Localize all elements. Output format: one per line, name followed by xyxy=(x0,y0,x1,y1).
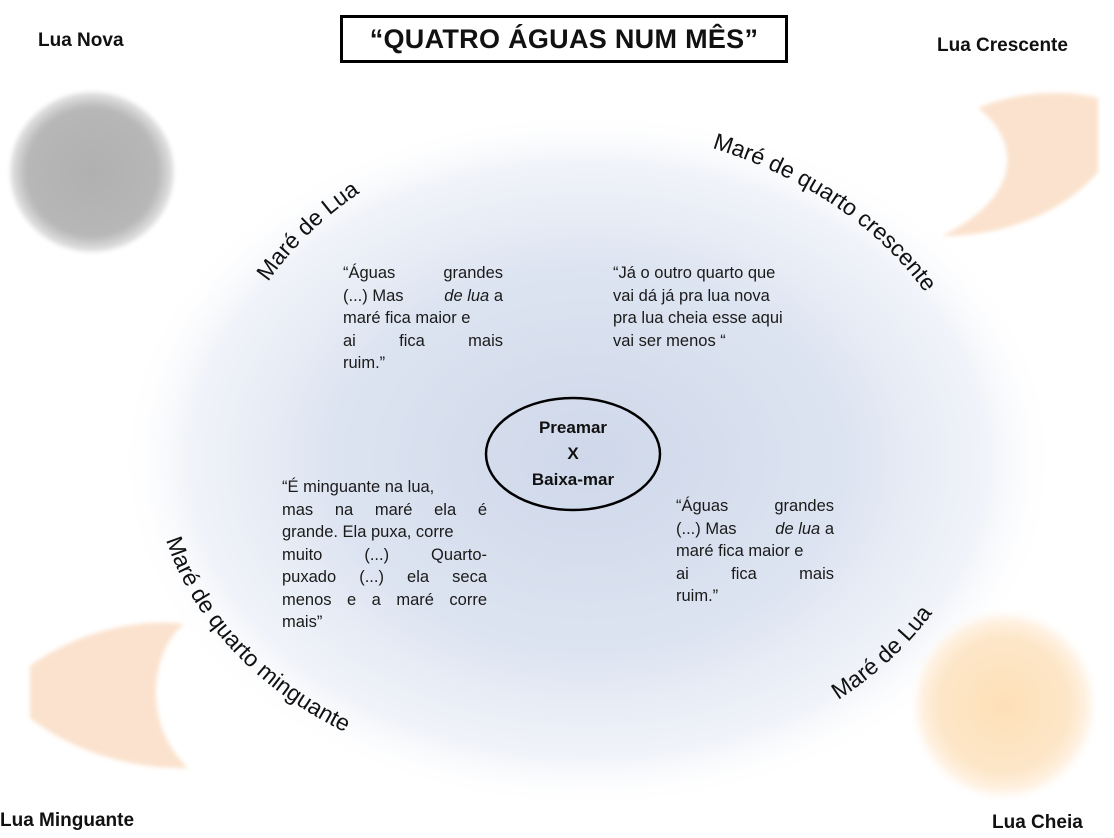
quote-line: “Águas grandes xyxy=(343,264,503,282)
quote-fragment: a xyxy=(489,286,503,305)
quote-line: muito (...) Quarto- xyxy=(282,545,487,564)
label-waning-moon: Lua Minguante xyxy=(0,810,135,831)
diagram-title: “QUATRO ÁGUAS NUM MÊS” xyxy=(340,15,788,63)
quote-line: “Já o outro quarto que xyxy=(613,264,776,282)
quote-line: mas na maré ela é xyxy=(282,500,487,519)
center-label: Preamar X Baixa-mar xyxy=(484,396,662,511)
label-full-moon: Lua Cheia xyxy=(992,812,1083,833)
quote-line: maré fica maior e xyxy=(676,542,804,560)
central-glow xyxy=(118,110,1058,810)
quote-line: pra lua cheia esse aqui xyxy=(613,309,783,327)
waning-moon-shape xyxy=(30,622,188,769)
quote-line: “É minguante na lua, xyxy=(282,478,435,496)
quote-fragment: (...) Mas xyxy=(676,519,737,538)
quote-fragment: (...) Mas xyxy=(343,286,404,305)
quote-bottom-left: “É minguante na lua, mas na maré ela é g… xyxy=(282,476,487,634)
quote-line: ruim.” xyxy=(676,587,719,605)
new-moon-shape xyxy=(10,92,174,252)
quote-line: menos e a maré corre xyxy=(282,590,487,609)
center-circle xyxy=(484,396,662,512)
quote-line: maré fica maior e xyxy=(343,309,471,327)
quote-line: “Águas grandes xyxy=(676,497,834,515)
quote-emphasis: de lua xyxy=(775,519,821,538)
quote-line: mais” xyxy=(282,613,323,631)
label-crescent-moon: Lua Crescente xyxy=(937,35,1068,56)
quote-top-left: “Águas grandes (...) Mas de lua a maré f… xyxy=(343,262,503,375)
quote-line: grande. Ela puxa, corre xyxy=(282,523,454,541)
quote-line: (...) Mas de lua a xyxy=(676,518,834,541)
label-new-moon: Lua Nova xyxy=(38,30,124,51)
quote-line: ruim.” xyxy=(343,354,386,372)
crescent-moon-shape xyxy=(942,93,1098,236)
center-line-baixa-mar: Baixa-mar xyxy=(531,469,615,489)
quote-top-right: “Já o outro quarto que vai dá já pra lua… xyxy=(613,262,823,352)
quote-bottom-right: “Águas grandes (...) Mas de lua a maré f… xyxy=(676,495,834,608)
center-line-preamar: Preamar xyxy=(538,417,608,437)
quote-line: puxado (...) ela seca xyxy=(282,568,487,586)
quote-line: vai dá já pra lua nova xyxy=(613,286,770,305)
quote-line: vai ser menos “ xyxy=(613,331,726,350)
full-moon-shape xyxy=(916,615,1092,795)
quote-fragment: a xyxy=(820,519,834,538)
quote-emphasis: de lua xyxy=(444,286,490,305)
quote-line: (...) Mas de lua a xyxy=(343,285,503,308)
quote-line: ai fica mais xyxy=(343,331,503,350)
center-line-x: X xyxy=(567,443,579,463)
quote-line: ai fica mais xyxy=(676,564,834,583)
